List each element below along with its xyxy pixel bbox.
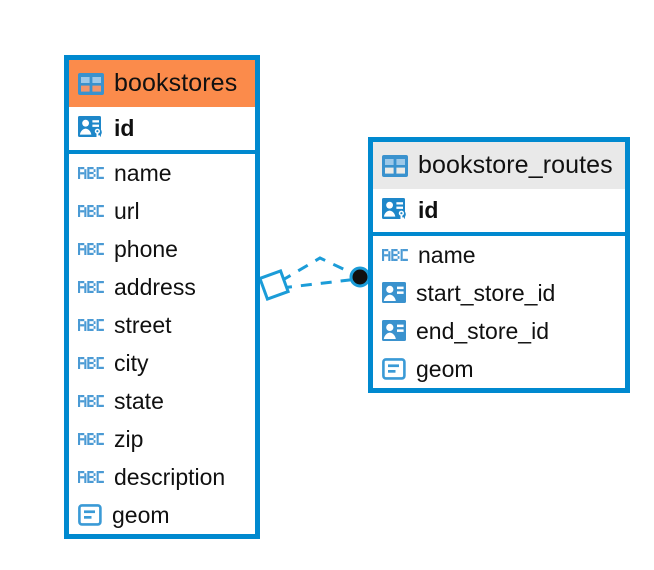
abc-text-icon [78,279,105,295]
field-row-geom[interactable]: geom [69,496,255,534]
field-list-bookstores: id nam [69,107,255,534]
field-row-name[interactable]: name [373,236,625,274]
abc-text-icon [78,203,105,219]
abc-text-icon [78,431,105,447]
field-label: state [114,387,164,414]
entity-header-bookstores: bookstores [69,60,255,107]
relationship-line-upper [280,256,359,283]
field-label: id [418,197,439,223]
field-row-id[interactable]: id [373,189,625,236]
field-row-start-store-id[interactable]: start_store_id [373,274,625,312]
geometry-icon [78,504,103,526]
entity-bookstores[interactable]: bookstores [64,55,260,539]
field-row-address[interactable]: address [69,268,255,306]
geometry-icon [382,358,407,380]
field-row-description[interactable]: description [69,458,255,496]
field-row-zip[interactable]: zip [69,420,255,458]
circle-endpoint-icon [349,266,371,288]
field-label: end_store_id [416,317,549,344]
abc-text-icon [78,355,105,371]
field-row-phone[interactable]: phone [69,230,255,268]
field-label: zip [114,425,144,452]
field-list-bookstore-routes: id nam [373,189,625,388]
entity-bookstore-routes[interactable]: bookstore_routes [368,137,630,393]
abc-text-icon [78,317,105,333]
field-label: url [114,197,140,224]
abc-text-icon [78,393,105,409]
foreign-key-icon [382,282,407,304]
field-label: street [114,311,172,338]
abc-text-icon [78,241,105,257]
field-label: start_store_id [416,279,556,306]
field-row-geom[interactable]: geom [373,350,625,388]
table-icon [78,72,104,95]
foreign-key-icon [382,320,407,342]
field-label: name [114,159,172,186]
field-label: city [114,349,149,376]
field-row-state[interactable]: state [69,382,255,420]
primary-key-icon [78,116,105,141]
abc-text-icon [78,165,105,181]
relationship-line-lower [280,277,359,290]
field-label: name [418,241,476,268]
field-label: id [114,115,135,141]
field-label: phone [114,235,178,262]
abc-text-icon [78,469,105,485]
field-label: geom [112,501,170,528]
field-label: geom [416,355,474,382]
field-label: description [114,463,226,490]
entity-title: bookstores [114,69,238,97]
field-row-street[interactable]: street [69,306,255,344]
entity-header-bookstore-routes: bookstore_routes [373,142,625,189]
field-row-id[interactable]: id [69,107,255,154]
field-row-city[interactable]: city [69,344,255,382]
primary-key-icon [382,198,409,223]
field-row-name[interactable]: name [69,154,255,192]
entity-title: bookstore_routes [418,151,613,179]
field-label: address [114,273,196,300]
field-row-url[interactable]: url [69,192,255,230]
abc-text-icon [382,247,409,263]
field-row-end-store-id[interactable]: end_store_id [373,312,625,350]
table-icon [382,154,408,177]
diamond-endpoint-icon [257,268,291,302]
